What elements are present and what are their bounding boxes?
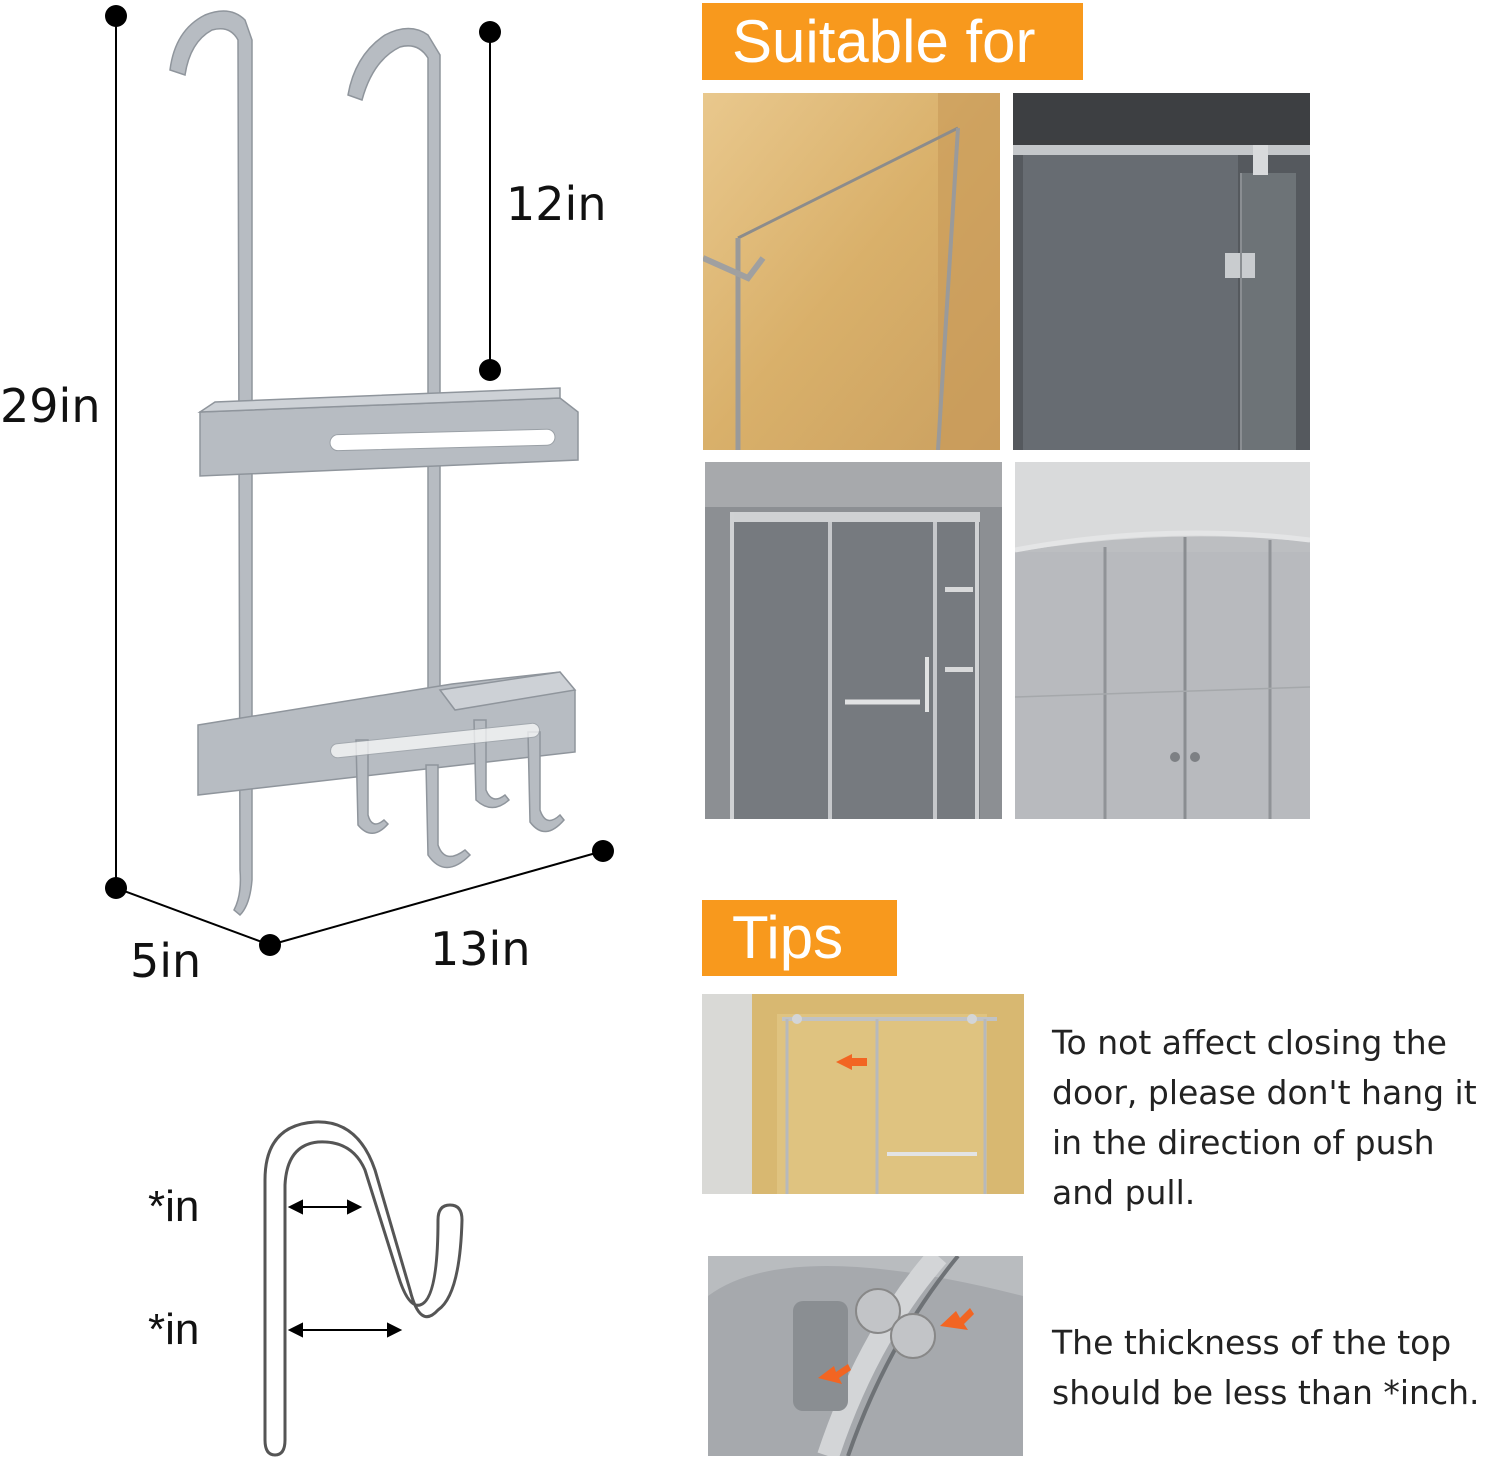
tip2-arrow-icon [818, 1308, 974, 1384]
tip1-arrow-icon [836, 1054, 867, 1070]
suitable-photo-curved-enclosure [1015, 462, 1310, 819]
suitable-for-heading: Suitable for [702, 3, 1083, 80]
tip1-text: To not affect closing the door, please d… [1052, 1023, 1477, 1212]
dimension-hook-height-label: 12in [506, 177, 607, 231]
hook-opening-label: *in [148, 1182, 200, 1231]
dimension-width-label: 13in [430, 922, 531, 976]
hook-profile-diagram [263, 1120, 464, 1457]
dimension-lines [115, 16, 604, 946]
suitable-photo-sliding-door [705, 462, 1002, 819]
suitable-photo-glass-panel [703, 93, 1000, 450]
rack [169, 10, 579, 917]
tip2-text: The thickness of the top should be less … [1052, 1323, 1480, 1412]
suitable-photo-frameless-door [1013, 93, 1310, 450]
tip-photo-sliding-door [702, 994, 1024, 1194]
tips-heading: Tips [702, 900, 897, 976]
tip-photo-roller-closeup [708, 1256, 1023, 1456]
dimension-dots [105, 5, 614, 956]
dimension-depth-label: 5in [130, 934, 202, 988]
product-rack-illustration [105, 5, 614, 956]
dimension-height-label: 29in [0, 379, 101, 433]
shelf-slots [329, 428, 556, 759]
hook-throat-label: *in [148, 1305, 200, 1354]
